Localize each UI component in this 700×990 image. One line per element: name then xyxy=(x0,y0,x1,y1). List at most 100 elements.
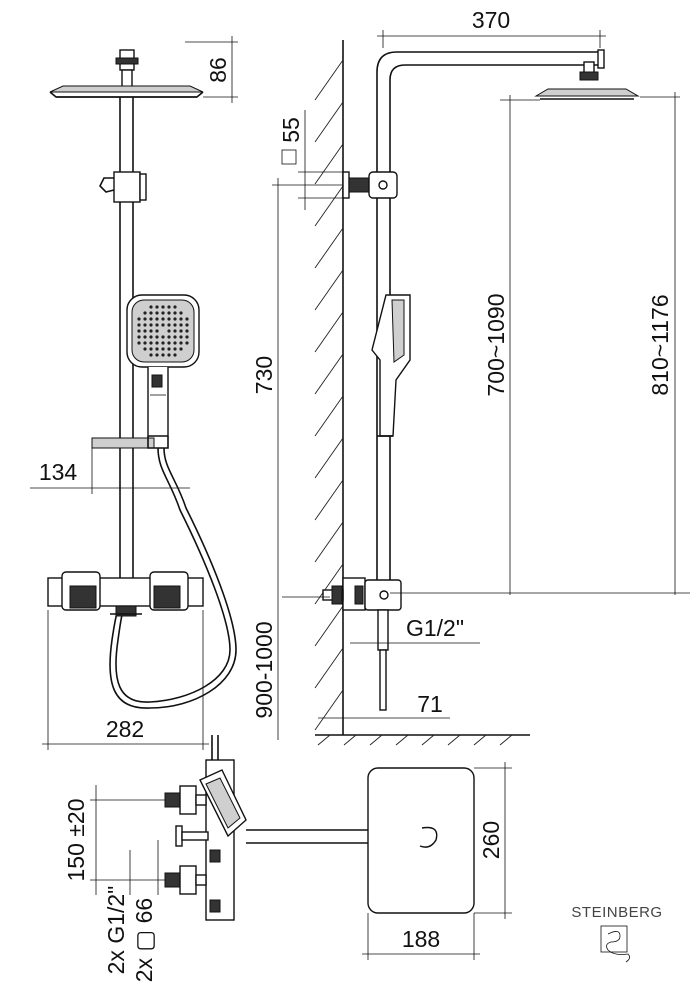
nozzle-dot xyxy=(167,323,171,327)
nozzle-dot xyxy=(143,341,147,345)
dim-inlet-spacing: 150 ±20 xyxy=(63,799,89,882)
square-symbol-icon xyxy=(281,149,297,165)
nozzle-dot xyxy=(161,305,165,309)
nozzle-dot xyxy=(167,329,171,333)
nozzle-dot xyxy=(179,323,183,327)
dim-thread-size: G1/2" xyxy=(406,615,464,641)
brand-block: STEINBERG xyxy=(571,904,662,963)
nozzle-dot xyxy=(167,347,171,351)
nozzle-dot xyxy=(179,311,183,315)
nozzle-dot xyxy=(167,311,171,315)
nozzle-dot xyxy=(155,341,159,345)
dim-bracket-height: 730 xyxy=(251,356,277,394)
dim-sliding-range: 700~1090 xyxy=(483,294,509,397)
nozzle-dot xyxy=(149,329,153,333)
dim-bracket-square: 55 xyxy=(278,117,304,143)
dim-head-depth: 260 xyxy=(478,821,504,859)
nozzle-dot xyxy=(137,335,141,339)
nozzle-dot xyxy=(149,311,153,315)
nozzle-dot xyxy=(143,335,147,339)
side-rail-and-arm xyxy=(376,49,640,585)
front-hose xyxy=(109,447,237,709)
nozzle-dot xyxy=(173,335,177,339)
nozzle-dot xyxy=(155,347,159,351)
nozzle-dot xyxy=(167,317,171,321)
nozzle-dot xyxy=(161,347,165,351)
dim-total-height: 810~1176 xyxy=(647,294,673,395)
nozzle-dot xyxy=(173,311,177,315)
hatch-line xyxy=(314,521,344,563)
hatch-line xyxy=(343,734,357,746)
hatch-line xyxy=(314,395,344,437)
nozzle-dot xyxy=(161,353,165,357)
nozzle-dot xyxy=(173,341,177,345)
nozzle-dot xyxy=(155,317,159,321)
nozzle-dot xyxy=(149,323,153,327)
nozzle-dot xyxy=(185,341,189,345)
hatch-line xyxy=(447,734,461,746)
nozzle-dot xyxy=(173,347,177,351)
hatch-line xyxy=(314,269,344,311)
nozzle-dot xyxy=(149,347,153,351)
nozzle-dot xyxy=(179,335,183,339)
front-wall-bracket xyxy=(99,171,147,203)
nozzle-dot xyxy=(137,329,141,333)
nozzle-dot xyxy=(137,341,141,345)
dim-mixer-width: 282 xyxy=(106,716,144,742)
nozzle-dot xyxy=(143,323,147,327)
hatch-line xyxy=(314,479,344,521)
top-inlet-upper xyxy=(164,785,207,815)
nozzle-dot xyxy=(161,341,165,345)
hatch-line xyxy=(314,143,344,185)
hatch-line xyxy=(499,734,513,746)
front-thermostat-mixer xyxy=(47,571,204,617)
dim-inlet-cover: 2x ▢ 66 xyxy=(131,898,157,982)
hatch-line xyxy=(473,734,487,746)
nozzle-dot xyxy=(155,353,159,357)
hatch-line xyxy=(314,437,344,479)
nozzle-dot xyxy=(149,341,153,345)
nozzle-dot xyxy=(161,323,165,327)
hatch-line xyxy=(314,605,344,647)
nozzle-dot xyxy=(149,305,153,309)
nozzle-dot xyxy=(155,305,159,309)
hatch-line xyxy=(314,311,344,353)
hatch-line xyxy=(395,734,409,746)
side-mixer xyxy=(322,577,402,711)
side-upper-bracket xyxy=(342,171,398,199)
dim-head-height: 86 xyxy=(205,57,231,83)
nozzle-dot xyxy=(155,323,159,327)
nozzle-dot xyxy=(155,329,159,333)
nozzle-dot xyxy=(173,323,177,327)
nozzle-dot xyxy=(179,317,183,321)
hatch-line xyxy=(314,185,344,227)
hatch-line xyxy=(314,689,344,731)
dim-mixer-height: 900-1000 xyxy=(251,621,277,718)
dim-wall-offset: 71 xyxy=(417,691,443,717)
hatch-line xyxy=(314,647,344,689)
nozzle-dot xyxy=(173,329,177,333)
hand-shower-nozzles xyxy=(137,305,189,357)
dimension-lines xyxy=(30,30,690,960)
hatch-line xyxy=(314,59,344,101)
nozzle-dot xyxy=(161,335,165,339)
brand-name: STEINBERG xyxy=(571,904,662,921)
dim-head-width: 188 xyxy=(402,926,440,952)
nozzle-dot xyxy=(149,317,153,321)
side-hand-shower xyxy=(371,294,411,437)
top-inlet-lower xyxy=(164,865,207,895)
nozzle-dot xyxy=(179,329,183,333)
nozzle-dot xyxy=(173,353,177,357)
front-hand-shower xyxy=(126,294,200,437)
hatch-line xyxy=(314,353,344,395)
hatch-line xyxy=(317,734,331,746)
nozzle-dot xyxy=(185,317,189,321)
nozzle-dot xyxy=(137,317,141,321)
dimension-labels: 86 370 55 730 700~1090 810~1176 134 G1/2… xyxy=(39,7,673,982)
top-view xyxy=(164,735,475,921)
nozzle-dot xyxy=(149,353,153,357)
nozzle-dot xyxy=(179,347,183,351)
nozzle-dot xyxy=(143,317,147,321)
nozzle-dot xyxy=(185,329,189,333)
